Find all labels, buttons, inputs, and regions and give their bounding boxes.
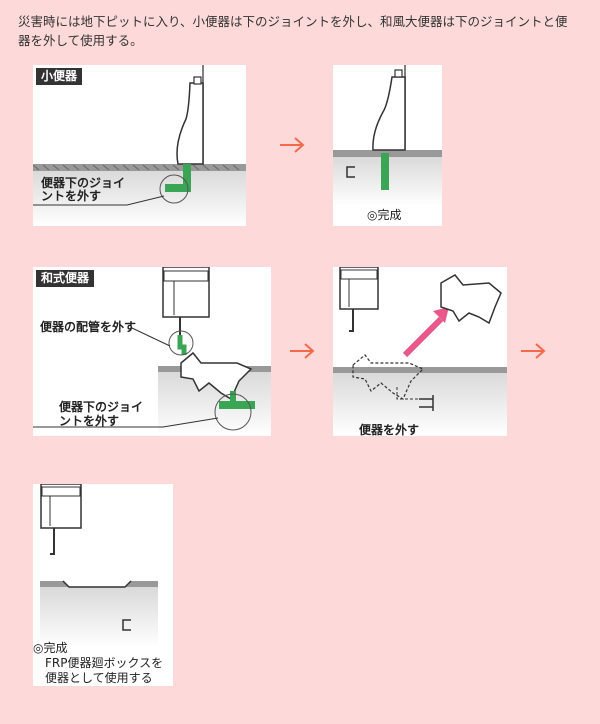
urinal-tag: 小便器 — [36, 68, 83, 85]
final-illustration — [40, 484, 158, 647]
remove-toilet-caption: 便器を外す — [359, 423, 420, 436]
final-caption-3: 便器として使用する — [45, 671, 153, 685]
final-caption-1: ◎完成 — [33, 641, 68, 655]
japanese-pipe-label: 便器の配管を外す — [40, 320, 137, 334]
japanese-before-illustration — [33, 267, 271, 436]
panel-urinal-after: ◎完成 — [333, 65, 442, 226]
panel-final: ◎完成 FRP便器廻ボックスを 便器として使用する — [33, 484, 173, 686]
urinal-joint-label-1: 便器下のジョイ — [41, 176, 126, 190]
japanese-tag: 和式便器 — [36, 270, 95, 287]
final-caption-2: FRP便器廻ボックスを — [45, 656, 164, 670]
panel-japanese-before: 和式便器 便器の配管を外す 便器下のジョイ ントを外す — [33, 267, 271, 436]
panel-urinal-before: 小便器 便器下のジョイ ントを外す — [33, 65, 246, 226]
arrow-right-icon — [279, 137, 305, 153]
japanese-joint-label-1: 便器下のジョイ — [59, 400, 144, 414]
urinal-before-illustration — [33, 65, 246, 226]
urinal-complete-caption: ◎完成 — [367, 208, 402, 222]
japanese-joint-label-2: ントを外す — [59, 414, 120, 428]
panel-japanese-remove: 便器を外す — [333, 267, 507, 436]
japanese-remove-illustration — [333, 267, 507, 436]
urinal-after-illustration — [333, 65, 442, 206]
arrow-right-icon — [520, 343, 546, 359]
urinal-joint-label-2: ントを外す — [41, 189, 102, 203]
intro-text: 災害時には地下ピットに入り、小便器は下のジョイントを外し、和風大便器は下のジョイ… — [18, 14, 568, 48]
arrow-right-icon — [289, 343, 315, 359]
